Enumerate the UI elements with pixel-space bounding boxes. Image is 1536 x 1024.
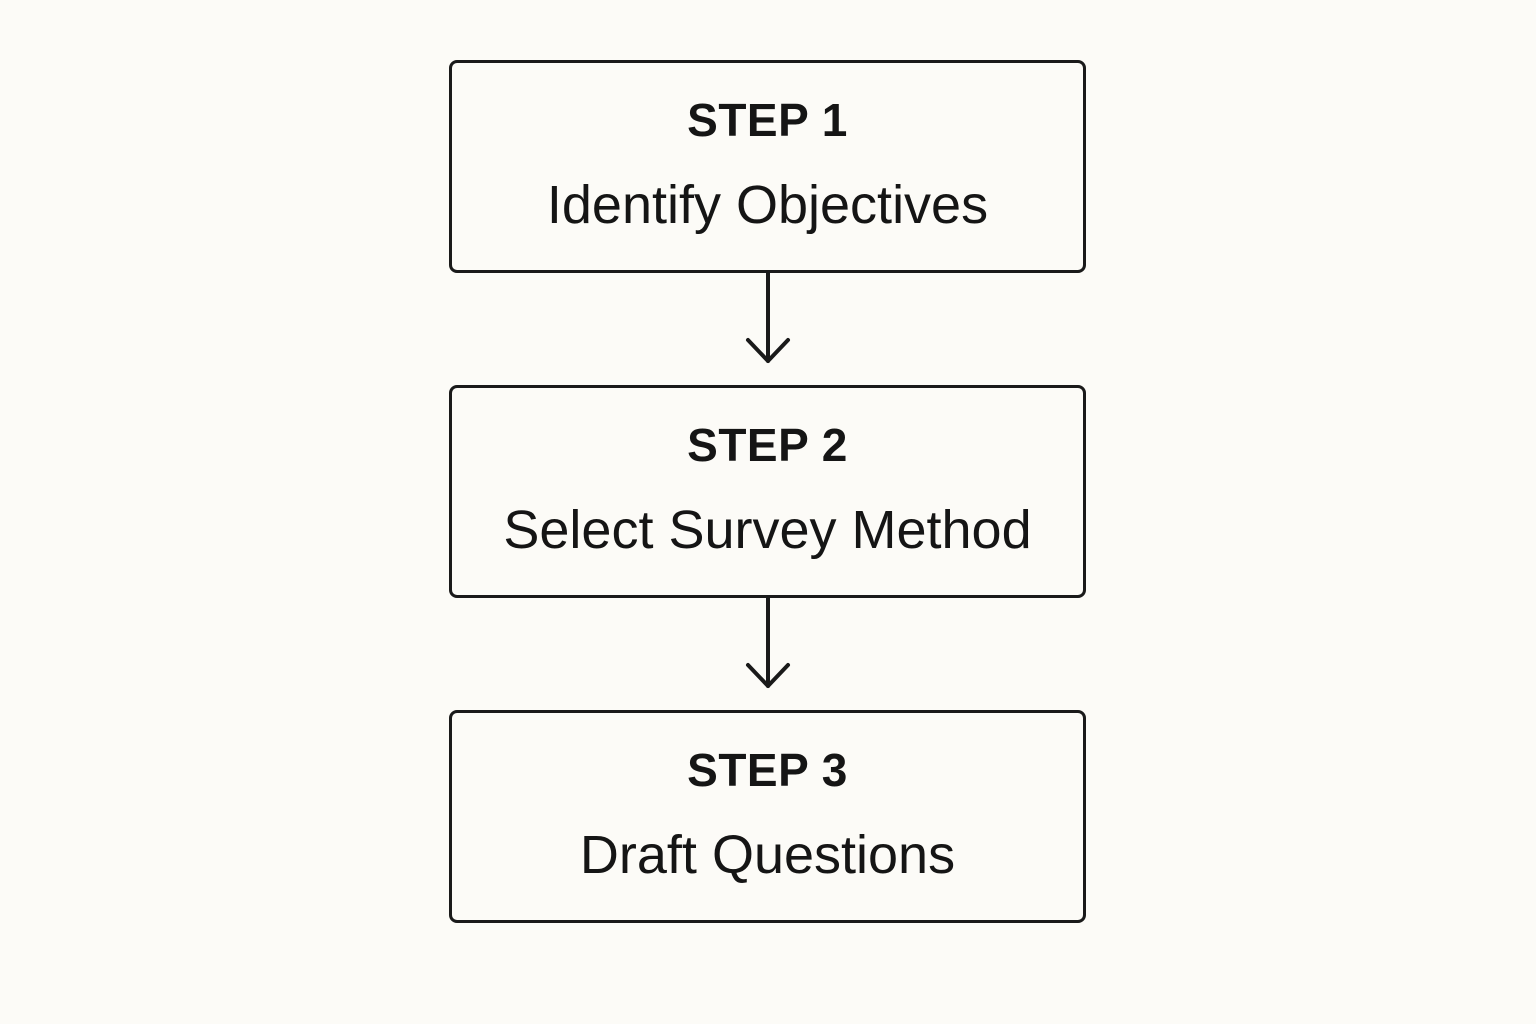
step-2-title: Select Survey Method [503,500,1032,560]
step-box-2: STEP 2 Select Survey Method [449,385,1086,598]
step-3-label: STEP 3 [687,744,848,796]
arrow-down-icon [746,596,790,688]
step-3-title: Draft Questions [579,825,956,885]
step-2-label: STEP 2 [687,419,848,471]
arrow-down-icon [746,271,790,363]
step-box-1: STEP 1 Identify Objectives [449,60,1086,273]
step-1-title: Identify Objectives [546,175,989,235]
step-box-3: STEP 3 Draft Questions [449,710,1086,923]
step-1-label: STEP 1 [687,94,848,146]
